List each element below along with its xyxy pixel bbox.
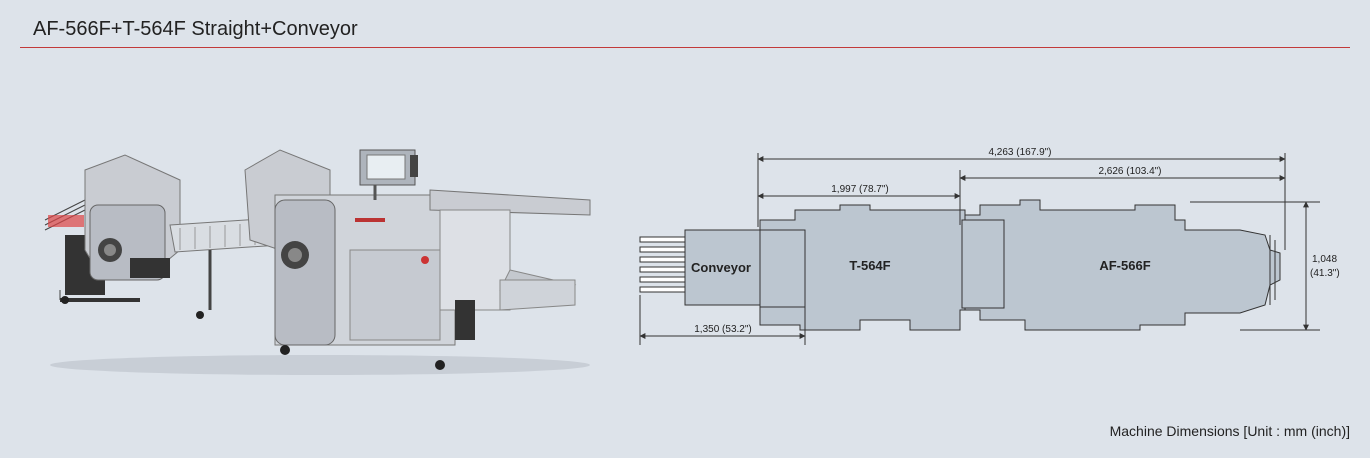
dimensions-caption: Machine Dimensions [Unit : mm (inch)] (1109, 423, 1350, 439)
label-conveyor: Conveyor (691, 260, 751, 275)
page-title: AF-566F+T-564F Straight+Conveyor (33, 18, 358, 40)
label-af566f: AF-566F (1099, 258, 1150, 273)
dim-total-label: 4,263 (167.9") (988, 147, 1051, 158)
label-t564f: T-564F (849, 258, 890, 273)
dim-t-label: 1,997 (78.7") (831, 184, 888, 195)
title-divider (20, 47, 1350, 48)
dim-af-label: 2,626 (103.4") (1098, 166, 1161, 177)
dim-height-mm: 1,048 (1312, 254, 1337, 265)
dimension-diagram: Conveyor T-564F AF-566F 4,263 (167.9") 2… (639, 147, 1340, 345)
dim-height-in: (41.3") (1310, 268, 1340, 279)
dim-conveyor-label: 1,350 (53.2") (694, 324, 751, 335)
conveyor-outlet-lines (639, 236, 686, 293)
folding-machine-photo (44, 149, 591, 375)
